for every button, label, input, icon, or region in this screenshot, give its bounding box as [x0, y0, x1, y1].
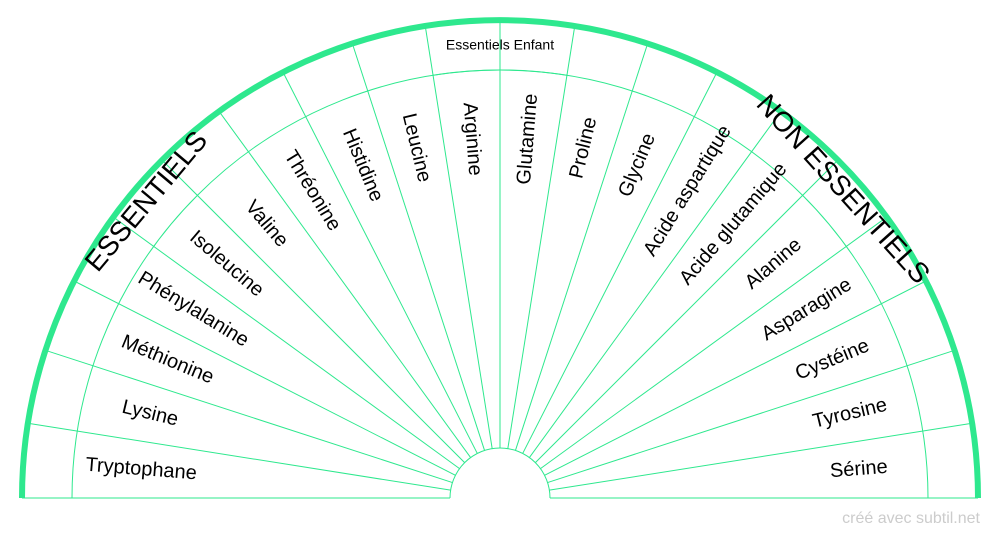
- segment-divider: [45, 349, 453, 484]
- segment-divider: [27, 422, 451, 491]
- group-label-essentiels-enfant: Essentiels Enfant: [446, 37, 554, 53]
- segment-label: Sérine: [829, 456, 888, 482]
- segment-label: Alanine: [741, 234, 806, 294]
- segment-label: Asparagine: [758, 273, 856, 345]
- segment-divider: [112, 216, 460, 470]
- segment-label: Tryptophane: [85, 454, 198, 485]
- segment-label: Arginine: [459, 102, 487, 177]
- segment-label: Leucine: [398, 111, 436, 184]
- segment-divider: [507, 25, 576, 449]
- group-label-essentiels: ESSENTIELS: [79, 125, 214, 277]
- segment-divider: [218, 110, 472, 458]
- segment-divider: [282, 71, 478, 454]
- segment-label: Lysine: [120, 396, 181, 431]
- segment-label: Valine: [241, 196, 293, 251]
- center-hub: [449, 447, 551, 499]
- segment-label: Cystéine: [792, 335, 872, 385]
- segment-divider: [424, 25, 493, 449]
- segment-label: Histidine: [338, 125, 388, 204]
- segment-divider: [544, 280, 927, 476]
- segment-label: Isoleucine: [185, 226, 268, 301]
- credit-text: créé avec subtil.net: [842, 510, 980, 527]
- segment-label: Méthionine: [118, 331, 217, 389]
- segment-label: Glycine: [614, 130, 660, 200]
- segment-divider: [351, 43, 486, 451]
- segment-divider: [547, 349, 955, 484]
- segment-label: Tyrosine: [811, 394, 890, 433]
- segment-divider: [522, 71, 718, 454]
- segment-divider: [528, 110, 782, 458]
- segment-divider: [540, 216, 888, 470]
- segment-divider: [514, 43, 649, 451]
- segment-label: Thréonine: [280, 147, 346, 235]
- essentiels-enfant-box: [432, 69, 568, 76]
- segment-divider: [549, 422, 973, 491]
- segment-dividers: [22, 20, 978, 499]
- segment-label: Proline: [565, 115, 601, 181]
- segment-divider: [161, 159, 465, 463]
- segment-label: Glutamine: [513, 93, 542, 186]
- segment-divider: [535, 159, 839, 463]
- segment-divider: [73, 280, 456, 476]
